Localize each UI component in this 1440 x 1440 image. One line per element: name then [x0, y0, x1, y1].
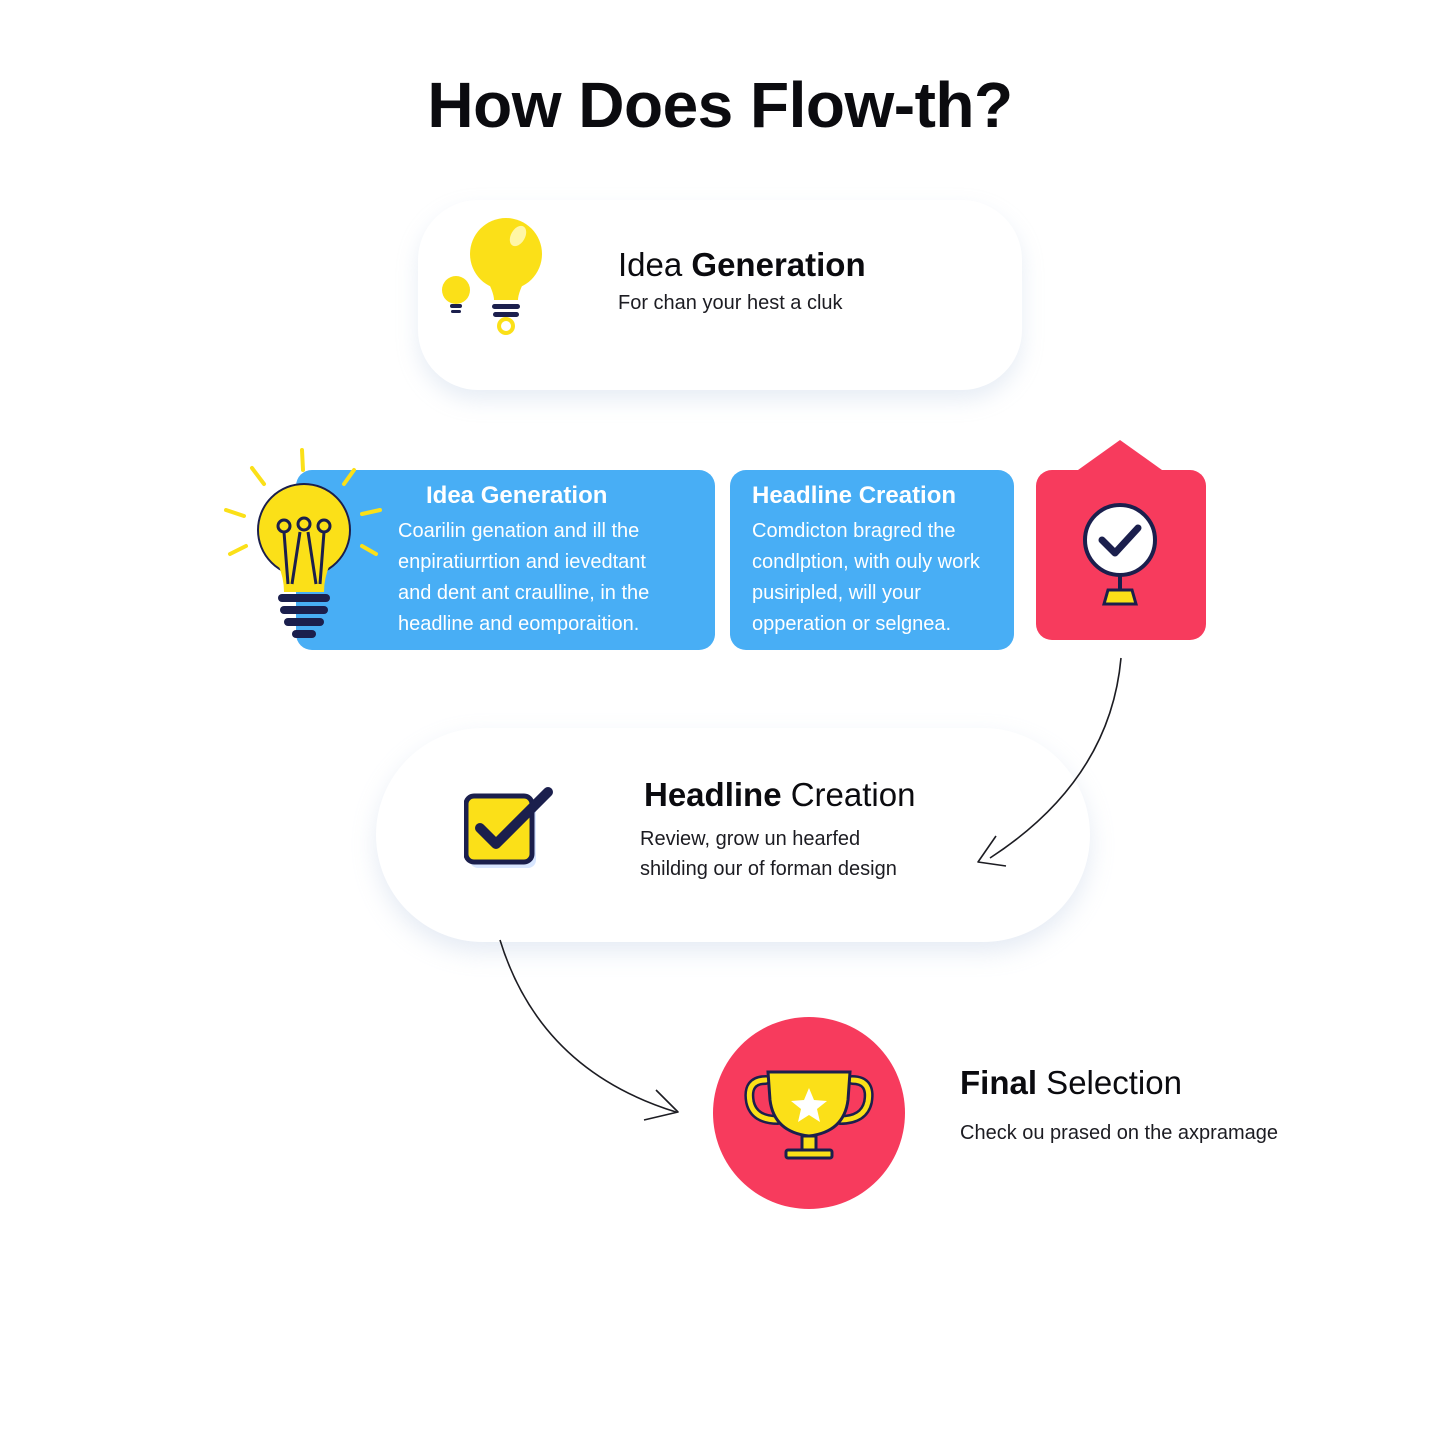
- idea-generation-panel: Idea Generation Coarilin genation and il…: [296, 470, 715, 650]
- page-title: How Does Flow-th?: [427, 69, 1013, 141]
- final-selection-title: Final Selection: [960, 1064, 1182, 1101]
- lightbulb-icon: [224, 448, 382, 638]
- headline-creation-title: Headline Creation: [644, 776, 916, 813]
- idea-generation-title: Idea Generation: [618, 246, 866, 283]
- checkbox-icon: [464, 787, 553, 868]
- panel-title: Idea Generation: [426, 482, 608, 509]
- panel-text: Coarilin genation and ill the enpiratiur…: [398, 520, 650, 635]
- headline-creation-card: Headline Creation Review, grow un hearfe…: [376, 728, 1090, 942]
- idea-generation-card: Idea Generation For chan your hest a clu…: [418, 200, 1022, 390]
- check-circle-icon: [1083, 503, 1157, 606]
- idea-generation-desc: For chan your hest a cluk: [618, 292, 843, 314]
- panel-text: Comdicton bragred the condlption, with o…: [752, 520, 980, 635]
- arrowhead-2: [643, 1089, 679, 1121]
- headline-creation-panel: Headline Creation Comdicton bragred the …: [730, 470, 1014, 650]
- panel-title: Headline Creation: [752, 482, 957, 509]
- final-selection-desc: Check ou prased on the axpramage: [960, 1122, 1278, 1144]
- arrow-headline-to-final: [499, 939, 677, 1113]
- final-selection-badge: [713, 1017, 905, 1209]
- trophy-icon: [744, 1070, 874, 1160]
- headline-creation-desc: Review, grow un hearfed shilding our of …: [640, 828, 897, 880]
- review-badge: [1036, 440, 1206, 640]
- lightbulb-icon: [442, 218, 542, 335]
